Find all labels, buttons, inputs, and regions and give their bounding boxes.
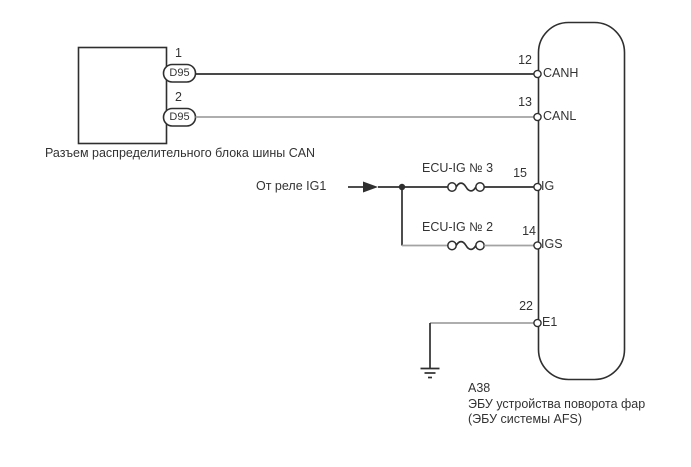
- ecu-subtitle: (ЭБУ системы AFS): [468, 412, 583, 426]
- ecu-title: ЭБУ устройства поворота фар: [468, 396, 646, 411]
- connector-pin-number-1: 1: [175, 46, 182, 60]
- ecu-code: A38: [468, 381, 491, 395]
- can-junction-block-box: [77, 46, 168, 145]
- ground-icon: [420, 367, 440, 379]
- ecu-pin-name-igs: IGS: [541, 237, 563, 251]
- fuse-label-ecu-ig-3: ECU-IG № 3: [422, 161, 494, 175]
- connector-code-d95-2: D95: [169, 110, 190, 123]
- pin-terminal-circle-12: [533, 69, 542, 79]
- ecu-pin-number-12: 12: [518, 53, 532, 67]
- ecu-pin-name-ig: IG: [541, 179, 555, 193]
- ecu-pin-name-canh: CANH: [543, 66, 579, 80]
- arrow-right-icon: [363, 181, 378, 193]
- ecu-pin-number-14: 14: [522, 224, 536, 238]
- power-source-label: От реле IG1: [256, 179, 327, 193]
- ecu-pin-number-15: 15: [513, 166, 527, 180]
- pin-terminal-circle-14: [533, 241, 542, 250]
- fuse-icon-ecu-ig-3: [447, 182, 485, 192]
- ecu-pin-name-canl: CANL: [543, 109, 577, 123]
- ecu-caption-block: A38 ЭБУ устройства поворота фар (ЭБУ сис…: [468, 381, 645, 428]
- fuse-label-ecu-ig-2: ECU-IG № 2: [422, 220, 494, 234]
- can-junction-block-caption: Разъем распределительного блока шины CAN: [45, 146, 316, 160]
- ecu-pin-number-13: 13: [518, 95, 532, 109]
- fuse-icon-ecu-ig-2: [447, 240, 485, 251]
- ecu-pin-number-22: 22: [519, 299, 533, 313]
- pin-terminal-circle-15: [533, 182, 542, 192]
- pin-terminal-circle-13: [533, 112, 542, 122]
- connector-pin-number-2: 2: [175, 90, 182, 104]
- ecu-body-outline: [537, 21, 626, 381]
- connector-code-d95-1: D95: [169, 66, 190, 79]
- pin-terminal-circle-22: [533, 318, 542, 328]
- ecu-pin-name-e1: E1: [542, 315, 558, 329]
